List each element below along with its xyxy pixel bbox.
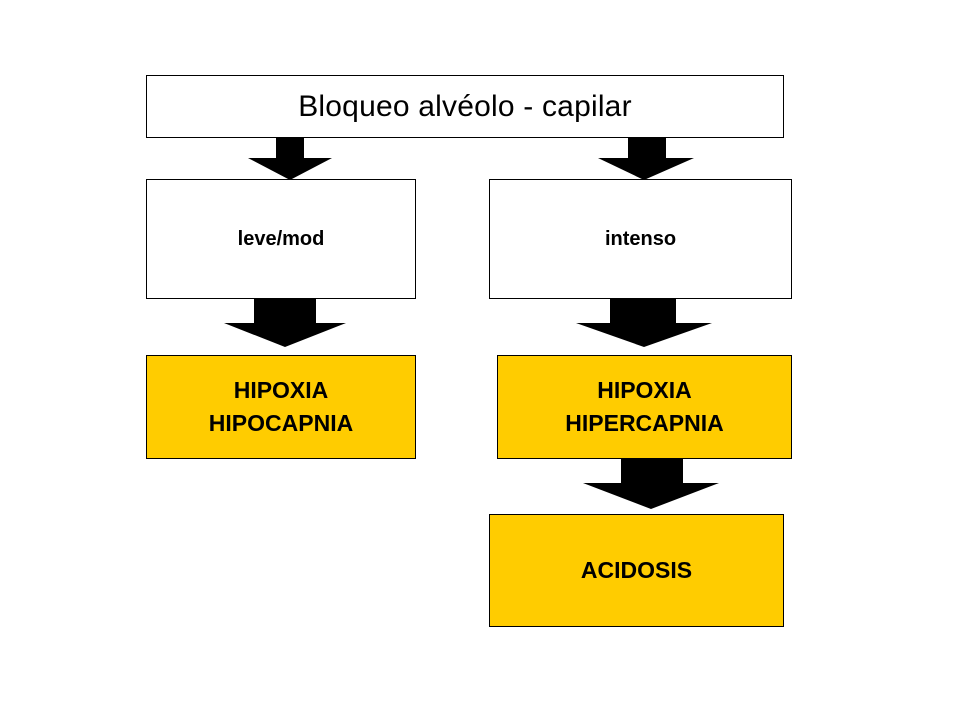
arrow-down-icon (248, 138, 332, 180)
final-result-label: ACIDOSIS (580, 557, 693, 583)
right-severity-label: intenso (604, 227, 677, 250)
left-result-line-1: HIPOXIA (233, 377, 329, 403)
right-result-line-2: HIPERCAPNIA (565, 410, 724, 436)
left-result-line-2: HIPOCAPNIA (208, 410, 354, 436)
final-result-box: ACIDOSIS (489, 514, 784, 627)
arrow-down-icon (224, 299, 346, 347)
arrow-down-icon (576, 299, 712, 347)
top-box-label: Bloqueo alvéolo - capilar (298, 89, 632, 123)
arrow-down-icon (598, 138, 694, 180)
right-result-box: HIPOXIA HIPERCAPNIA (497, 355, 792, 459)
right-severity-box: intenso (489, 179, 792, 299)
left-severity-box: leve/mod (146, 179, 416, 299)
left-severity-label: leve/mod (237, 227, 325, 250)
left-result-box: HIPOXIA HIPOCAPNIA (146, 355, 416, 459)
right-result-line-1: HIPOXIA (597, 377, 692, 403)
arrow-down-icon (583, 459, 719, 509)
top-box: Bloqueo alvéolo - capilar (146, 75, 784, 138)
